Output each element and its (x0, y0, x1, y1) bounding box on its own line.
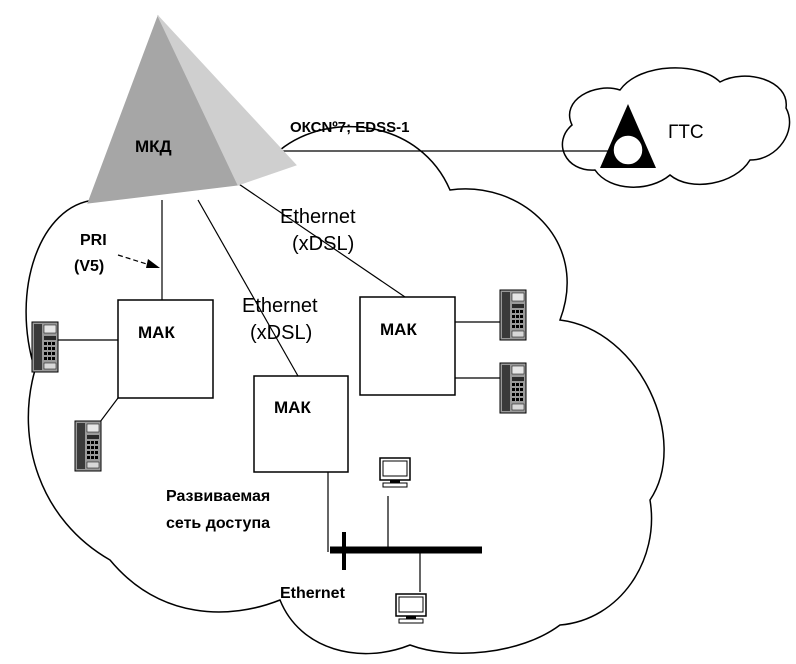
mkd-right-face (157, 15, 297, 186)
gts-label: ГТС (668, 122, 704, 143)
computer-icon (379, 457, 411, 488)
pri-label-line1: PRI (80, 232, 107, 249)
link-mkd-mak-right (229, 177, 406, 298)
mkd-label: МКД (135, 137, 172, 156)
mak-middle: МАК (253, 375, 349, 473)
link-mkd-mak-middle (197, 199, 299, 377)
gts-node: ГТС (600, 104, 704, 168)
computer-icon (395, 593, 427, 624)
mak-left-label: МАК (138, 323, 175, 342)
phone-icon (499, 289, 527, 341)
mak-right-label: МАК (380, 320, 417, 339)
trunk-label: ОКСNº7; EDSS-1 (290, 119, 409, 136)
mak-middle-label: МАК (274, 398, 311, 417)
phone-icon (31, 321, 59, 373)
mkd-node: МКД (87, 14, 297, 204)
mak-right: МАК (359, 296, 456, 396)
ethernet-bus-label: Ethernet (280, 585, 346, 602)
link-phone-left2 (99, 397, 119, 423)
pri-arrow (117, 254, 160, 268)
access-label-line2: сеть доступа (166, 515, 270, 532)
access-label-line1: Развиваемая (166, 488, 270, 505)
phone-icon (74, 420, 102, 472)
pri-label-line2: (V5) (74, 258, 104, 275)
phone-icon (499, 362, 527, 414)
eth-middle-line2: (xDSL) (250, 322, 312, 344)
eth-upper-line2: (xDSL) (292, 233, 354, 255)
connection-lines (58, 150, 640, 592)
eth-upper-line1: Ethernet (280, 206, 356, 228)
ethernet-bus (330, 532, 482, 570)
eth-middle-line1: Ethernet (242, 295, 318, 317)
mak-left: МАК (117, 299, 214, 399)
